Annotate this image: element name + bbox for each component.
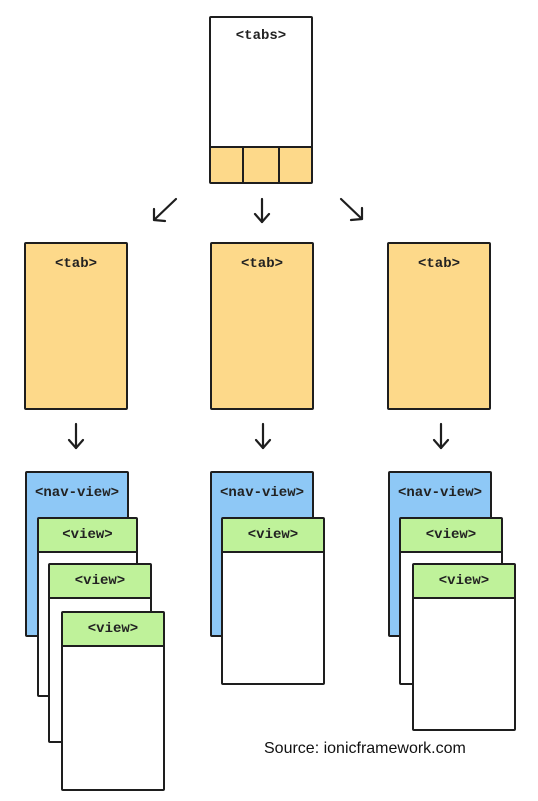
arrow-head <box>67 438 85 450</box>
tab-bar-divider <box>278 148 280 182</box>
arrow-tabs-to-tab-1 <box>152 197 178 222</box>
tab-bar-divider <box>242 148 244 182</box>
nav-view-label: <nav-view> <box>34 485 119 501</box>
source-credit: Source: ionicframework.com <box>264 740 466 757</box>
view-header: <view> <box>39 519 136 553</box>
view-label: <view> <box>74 573 126 589</box>
view-label: <view> <box>62 527 113 543</box>
arrow-head <box>152 207 167 223</box>
tab-label: <tab> <box>417 256 460 272</box>
nav-view-label: <nav-view> <box>219 485 304 501</box>
view-header: <view> <box>223 519 323 553</box>
view-box-1c: <view> <box>61 611 165 791</box>
arrow-head <box>253 212 271 224</box>
arrow-head <box>432 438 450 450</box>
arrow-head <box>349 206 364 222</box>
arrow-tabs-to-tab-3 <box>339 197 364 221</box>
arrow-head <box>254 438 272 450</box>
tabs-label: <tabs> <box>235 28 287 44</box>
tab-box-3: <tab> <box>387 242 491 410</box>
tab-bar <box>211 146 311 182</box>
view-header: <view> <box>63 613 163 647</box>
tabs-box: <tabs> <box>209 16 313 184</box>
tab-box-1: <tab> <box>24 242 128 410</box>
view-box-3b: <view> <box>412 563 516 731</box>
view-header: <view> <box>401 519 501 553</box>
tab-label: <tab> <box>240 256 283 272</box>
view-header: <view> <box>50 565 150 599</box>
view-label: <view> <box>438 573 490 589</box>
view-box-2a: <view> <box>221 517 325 685</box>
view-label: <view> <box>425 527 477 543</box>
tab-box-2: <tab> <box>210 242 314 410</box>
view-header: <view> <box>414 565 514 599</box>
tab-label: <tab> <box>54 256 97 272</box>
view-label: <view> <box>247 527 299 543</box>
view-label: <view> <box>87 621 139 637</box>
nav-view-label: <nav-view> <box>397 485 482 501</box>
